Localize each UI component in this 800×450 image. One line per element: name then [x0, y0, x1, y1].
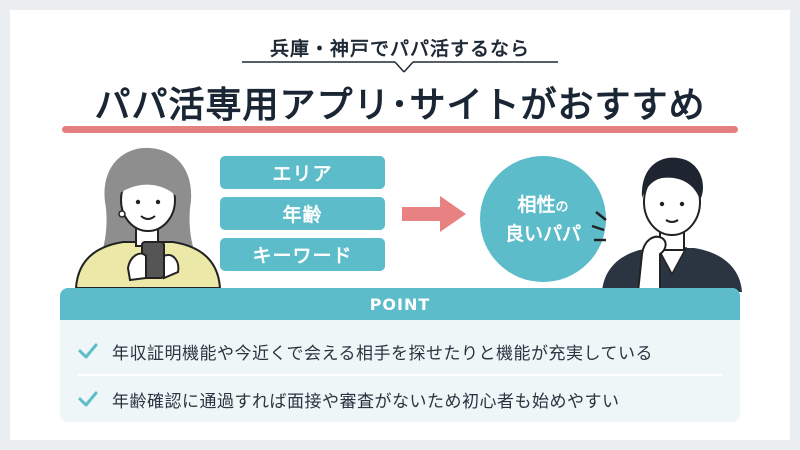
woman-with-phone-icon: [74, 147, 222, 288]
title-underline: [62, 126, 738, 133]
point-box: POINT 年収証明機能や今近くで会える相手を探せたりと機能が充実している 年齢…: [60, 288, 740, 422]
page-title: パパ活専用アプリ･サイトがおすすめ: [94, 85, 706, 126]
result-particle: の: [555, 199, 569, 215]
filter-pill-keyword: キーワード: [220, 238, 385, 271]
result-circle: 相性の 良いパパ: [480, 156, 606, 282]
point-divider: [78, 374, 722, 376]
check-icon: [78, 391, 98, 407]
thinking-man-icon: [591, 157, 742, 292]
subtitle: 兵庫・神戸でパパ活するなら: [269, 38, 530, 60]
subtitle-bracket: [242, 61, 558, 73]
point-item-1: 年収証明機能や今近くで会える相手を探せたりと機能が充実している: [60, 328, 740, 374]
result-main-text: 相性: [517, 193, 556, 216]
result-line-2: 良いパパ: [504, 222, 581, 245]
point-item-2: 年齢確認に通過すれば面接や審査がないため初心者も始めやすい: [60, 376, 740, 422]
result-line-1: 相性の: [517, 192, 568, 221]
filter-pill-age: 年齢: [220, 197, 385, 230]
check-icon: [78, 343, 98, 359]
point-header: POINT: [60, 288, 740, 320]
subtitle-wrap: 兵庫・神戸でパパ活するなら: [10, 34, 790, 61]
arrow-right-icon: [402, 196, 466, 232]
filter-pill-area: エリア: [220, 156, 385, 189]
point-item-text: 年収証明機能や今近くで会える相手を探せたりと機能が充実している: [112, 343, 653, 364]
point-item-text: 年齢確認に通過すれば面接や審査がないため初心者も始めやすい: [112, 391, 620, 412]
infographic-canvas: 兵庫・神戸でパパ活するなら パパ活専用アプリ･サイトがおすすめ エリア 年齢 キ…: [10, 10, 790, 440]
